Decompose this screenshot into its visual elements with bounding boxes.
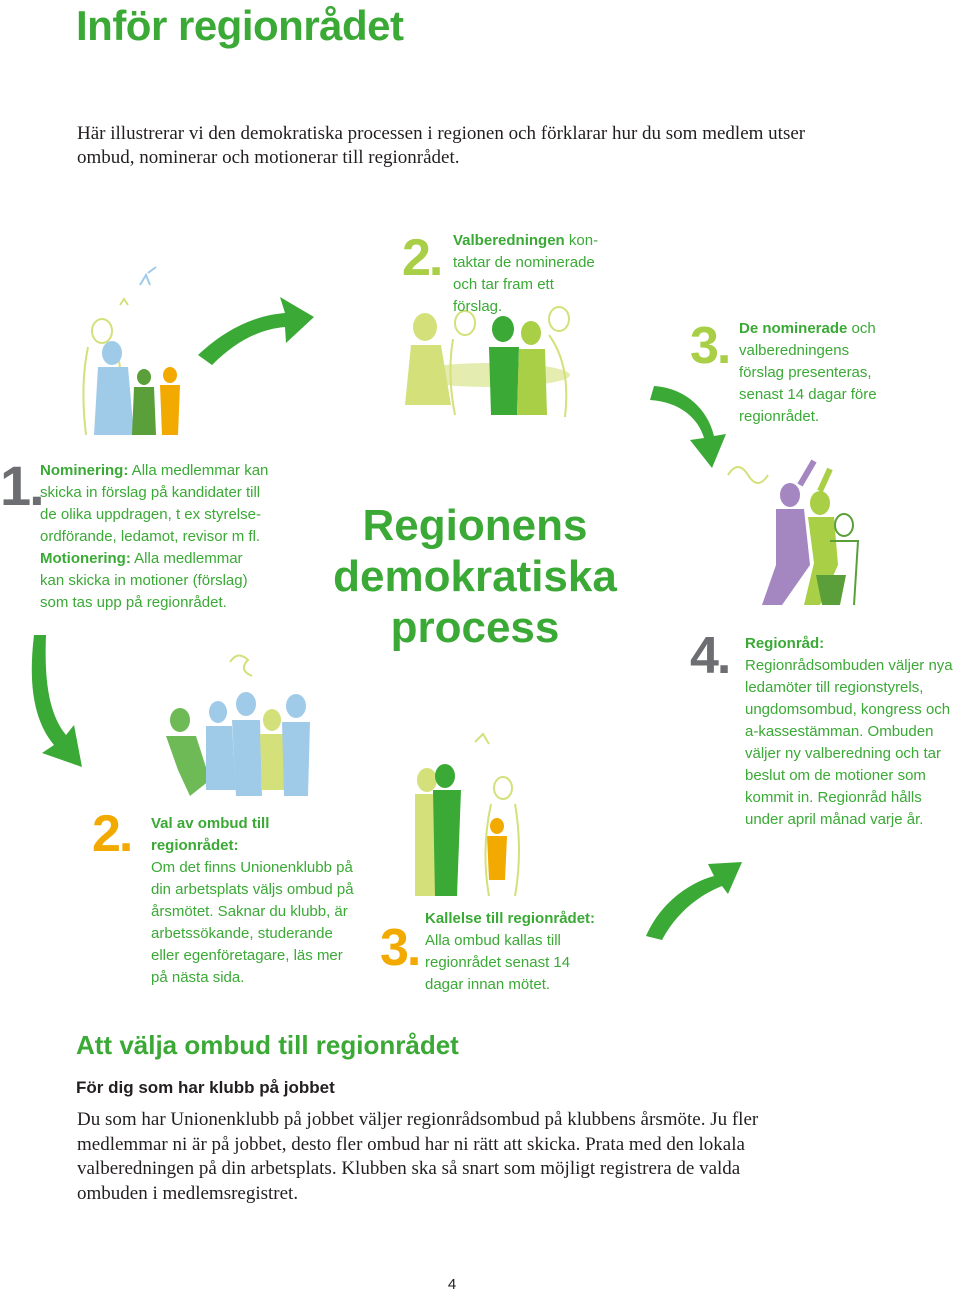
step-body-val-av-ombud: Om det finns Unionenklubb på din arbetsp… bbox=[151, 859, 354, 986]
step-lead-regionrad: Regionråd: bbox=[745, 635, 825, 652]
step-body-valberedning: kon­taktar de nominerade och tar fram et… bbox=[453, 232, 599, 315]
step-body-kallelse: Alla ombud kallas till regionrådet senas… bbox=[425, 932, 571, 993]
step-number-4: 4. bbox=[690, 627, 731, 685]
step-number-2-top: 2. bbox=[402, 229, 443, 287]
section-body: Du som har Unionenklubb på jobbet väljer… bbox=[77, 1109, 759, 1204]
section-subheading: För dig som har klubb på jobbet bbox=[76, 1078, 335, 1097]
people-talking-illustration bbox=[166, 654, 310, 796]
arrow-icon-1-to-2 bbox=[198, 297, 314, 365]
step-text-nominering: Nominering: Alla medlemmar kan skicka in… bbox=[40, 460, 270, 614]
step-text-regionrad: Regionråd: Regionrådsombuden väljer nya … bbox=[745, 633, 957, 831]
step-lead-nominering: Nominering: bbox=[40, 462, 129, 479]
intro-paragraph: Här illustrerar vi den demokratiska proc… bbox=[77, 123, 806, 168]
step-text-valberedning: Valberedningen kon­taktar de nominerade … bbox=[453, 230, 603, 318]
arrow-icon-1-to-2-lower bbox=[31, 635, 83, 767]
center-title-line-3: process bbox=[390, 603, 560, 652]
page-number: 4 bbox=[447, 1276, 457, 1293]
step-text-val-av-ombud: Val av ombud till regionrådet: Om det fin… bbox=[151, 813, 361, 989]
people-group-illustration-1 bbox=[82, 266, 180, 436]
step-lead-nominerade: De nominerade bbox=[739, 320, 848, 337]
center-title-line-2: demokratiska bbox=[333, 552, 617, 601]
step-body-nominering: Alla medlemmar kan skicka in förslag på … bbox=[40, 462, 269, 545]
invitation-people-illustration bbox=[415, 732, 520, 897]
voting-people-illustration bbox=[727, 459, 860, 606]
step-body-motionering: Alla medlemmar kan skicka in motioner (f… bbox=[40, 550, 248, 611]
page-title: Inför regionrådet bbox=[76, 2, 404, 49]
arrow-icon-3-to-4 bbox=[646, 862, 742, 940]
step-body-nominerade: och valberedningens förslag presenteras,… bbox=[739, 320, 877, 425]
step-lead-valberedning: Valberedningen bbox=[453, 232, 565, 249]
center-title-line-1: Regionens bbox=[362, 501, 588, 550]
step-lead-val-av-ombud: Val av ombud till regionrådet: bbox=[151, 815, 270, 854]
step-lead-kallelse: Kallelse till regionrådet: bbox=[425, 910, 596, 927]
diagram-center-title: Regionens demokratiska process bbox=[330, 500, 620, 653]
meeting-table-illustration bbox=[405, 306, 570, 418]
step-number-1: 1. bbox=[0, 454, 45, 517]
step-text-kallelse: Kallelse till regionrådet: Alla ombud ka… bbox=[425, 908, 610, 996]
step-body-regionrad: Regionrådsombuden väljer nya ledamöter t… bbox=[745, 657, 953, 828]
step-text-nominerade: De nominerade och valberedningens försla… bbox=[739, 318, 879, 428]
step-lead-motionering: Motionering: bbox=[40, 550, 131, 567]
step-number-3: 3. bbox=[380, 919, 421, 977]
step-number-2: 2. bbox=[92, 805, 133, 863]
section-heading: Att välja ombud till regionrådet bbox=[76, 1030, 459, 1060]
arrow-icon-2-to-3 bbox=[650, 386, 726, 468]
step-number-3-top: 3. bbox=[690, 317, 731, 375]
